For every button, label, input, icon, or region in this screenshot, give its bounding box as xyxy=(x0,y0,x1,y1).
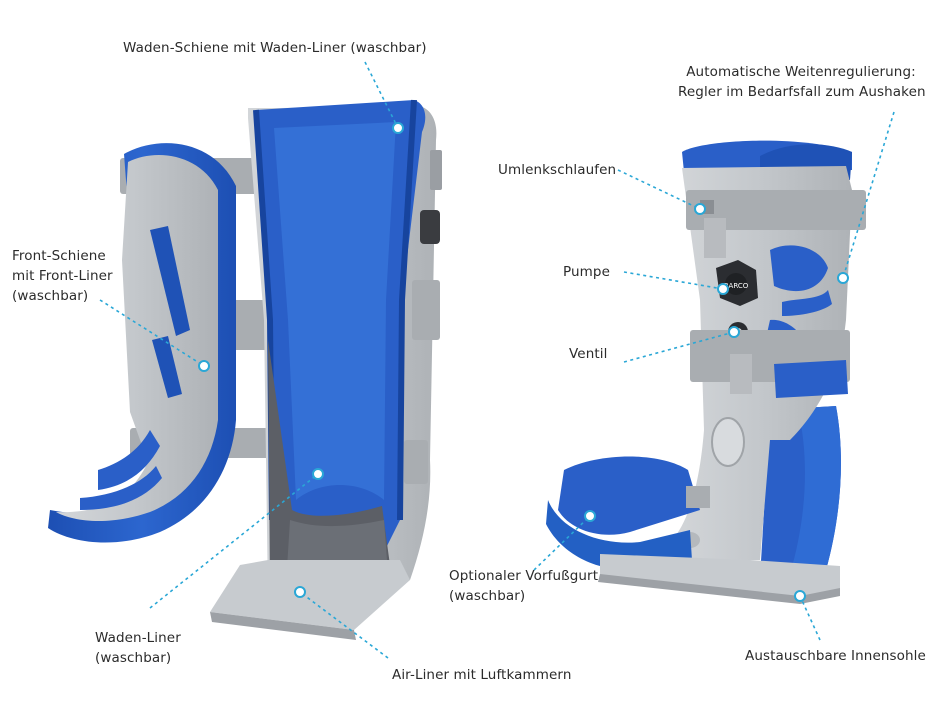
label-front-schiene-line1: Front-Schiene xyxy=(12,248,106,264)
right-sole xyxy=(598,554,840,604)
label-vorfussgurt-line1: Optionaler Vorfußgurt xyxy=(449,568,599,584)
label-umlenkschlaufen: Umlenkschlaufen xyxy=(498,162,617,178)
upper-strap xyxy=(686,190,866,258)
label-waden-liner: Waden-Liner (waschbar) xyxy=(95,628,181,668)
label-vorfussgurt-line2: (waschbar) xyxy=(449,588,526,604)
label-front-schiene-line3: (waschbar) xyxy=(12,288,89,304)
callout-dots xyxy=(198,122,849,602)
label-waden-liner-line1: Waden-Liner xyxy=(95,630,181,646)
label-waden-schiene: Waden-Schiene mit Waden-Liner (waschbar) xyxy=(123,40,427,56)
label-pumpe: Pumpe xyxy=(563,264,610,280)
left-footplate xyxy=(210,560,410,640)
lower-strap xyxy=(690,330,850,398)
label-weitenregulierung: Automatische Weitenregulierung: Regler i… xyxy=(678,62,926,102)
label-vorfussgurt: Optionaler Vorfußgurt (waschbar) xyxy=(449,566,598,606)
label-innensohle: Austauschbare Innensohle xyxy=(745,648,926,664)
right-liner xyxy=(682,140,852,578)
label-front-schiene: Front-Schiene mit Front-Liner (waschbar) xyxy=(12,246,113,306)
label-weitenregulierung-line2: Regler im Bedarfsfall zum Aushaken xyxy=(678,84,926,100)
pump-logo: BARCO xyxy=(724,282,749,290)
label-weitenregulierung-line1: Automatische Weitenregulierung: xyxy=(686,64,916,80)
label-ventil: Ventil xyxy=(569,346,608,362)
pump: BARCO xyxy=(716,260,758,306)
label-front-schiene-line2: mit Front-Liner xyxy=(12,268,113,284)
label-air-liner: Air-Liner mit Luftkammern xyxy=(392,667,572,683)
callout-lines xyxy=(99,61,895,659)
label-waden-liner-line2: (waschbar) xyxy=(95,650,172,666)
forefoot-strap xyxy=(546,456,710,571)
front-shell xyxy=(48,143,236,543)
